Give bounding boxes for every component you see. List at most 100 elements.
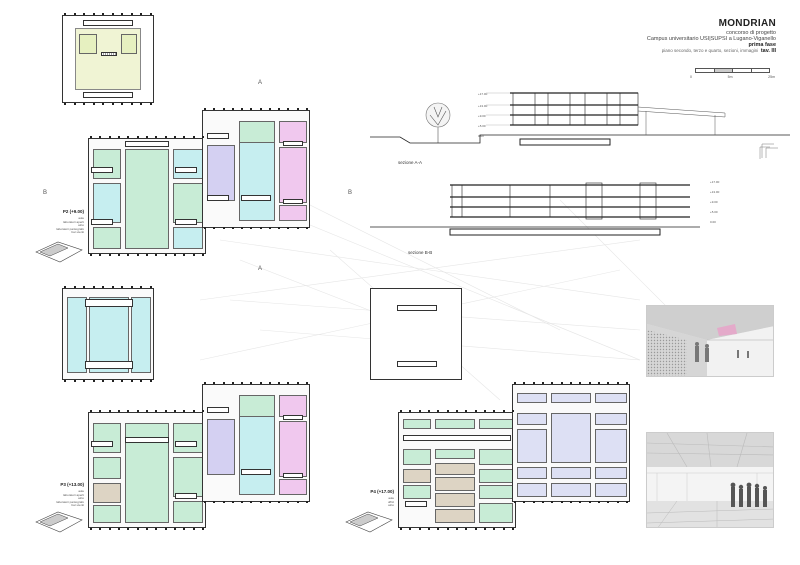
p3-room-1	[93, 423, 121, 453]
p3u-void-1	[85, 299, 133, 307]
column-dot-row	[90, 254, 204, 256]
p2-room-11	[279, 121, 307, 143]
key-plan-room-b	[121, 34, 137, 54]
p2-void-4	[175, 219, 197, 225]
scale-label-25: 25m	[768, 75, 775, 79]
p3-note-0: aule	[78, 489, 84, 493]
p2-void-10	[283, 199, 303, 204]
render-2-scene	[647, 433, 773, 527]
column-dot-row	[64, 380, 152, 382]
section-bb-label: sezione B-B	[408, 250, 433, 255]
p4-room-23	[595, 429, 627, 463]
sheet-content-label: piano secondo, terzo e quarto, sezioni, …	[516, 48, 776, 54]
p3-room-6	[173, 423, 203, 453]
p2-notes: aule laboratori aperti atrio laboratori …	[40, 216, 84, 235]
p2-void-9	[283, 141, 303, 146]
scale-labels: 0 5m 25m	[690, 75, 775, 79]
plan-p3-upper	[62, 288, 154, 380]
p4-room-3	[479, 419, 513, 429]
p4-level-label: P4 (+17.00)	[370, 489, 394, 494]
p4-room-26	[595, 467, 627, 479]
column-dot-row	[64, 286, 152, 288]
section-aa: +17.00 +13.00 +9.00 +5.00 0.00	[370, 85, 790, 165]
campus-label: Campus universitario USI|SUPSI a Lugano-…	[646, 35, 776, 42]
p4-room-27	[517, 483, 547, 497]
axis-marker-b-right: B	[348, 190, 353, 196]
p2-void-5	[125, 141, 169, 147]
svg-text:+17.00: +17.00	[710, 180, 720, 184]
p4-room-13	[479, 469, 513, 483]
p3-void-7	[283, 415, 303, 420]
p3-room-4	[93, 505, 121, 523]
svg-text:+17.00: +17.00	[478, 92, 488, 96]
p3-room-3	[93, 483, 121, 503]
svg-text:+9.00: +9.00	[710, 200, 718, 204]
p2-note-1: laboratori aperti	[63, 219, 84, 224]
p3u-void-2	[85, 361, 133, 369]
section-bb: +17.00 +13.00 +9.00 +5.00 0.00	[370, 175, 790, 245]
p4-room-22	[517, 429, 547, 463]
column-dot-row	[204, 501, 308, 503]
p3-void-1	[91, 441, 113, 447]
p2-void-1	[91, 167, 113, 173]
p2-room-5	[173, 149, 203, 179]
axis-marker-a-bottom: A	[258, 266, 263, 272]
sheet-number: tav. III	[760, 48, 776, 55]
sheet-description: piano secondo, terzo e quarto, sezioni, …	[661, 48, 759, 54]
svg-text:+9.00: +9.00	[478, 114, 486, 118]
svg-text:+13.00: +13.00	[710, 190, 720, 194]
p3-room-11	[239, 395, 275, 417]
p4-room-5	[403, 469, 431, 483]
key-plan-center	[370, 288, 462, 380]
p4-room-1	[403, 419, 431, 429]
svg-text:+5.00: +5.00	[710, 210, 718, 214]
p3-room-13	[279, 421, 307, 477]
p4-room-14	[479, 485, 513, 499]
p3u-room-3	[131, 297, 151, 373]
plan-p2-right-wing	[202, 110, 310, 228]
p3-room-2	[93, 457, 121, 479]
p4-room-28	[551, 483, 591, 497]
p2-void-2	[91, 219, 113, 225]
p2-void-7	[207, 195, 229, 201]
p2-void-3	[175, 167, 197, 173]
p2-note-0: aule	[78, 216, 84, 220]
svg-text:0.00: 0.00	[478, 134, 484, 138]
p4-room-2	[435, 419, 475, 429]
scale-label-0: 0	[690, 75, 692, 79]
p4-isometric-icon	[345, 511, 393, 533]
p4-room-17	[551, 393, 591, 403]
axis-marker-b-left: B	[43, 190, 48, 196]
p2-level-label: P2 (+9.00)	[62, 209, 84, 214]
p4-room-20	[551, 413, 591, 463]
p2-room-8	[207, 145, 235, 201]
p4-void-1	[403, 435, 511, 441]
p4-room-6	[403, 485, 431, 499]
p2-room-7	[173, 227, 203, 249]
section-aa-label: sezione A-A	[398, 160, 423, 165]
p2-room-2	[93, 183, 121, 223]
p4-room-15	[479, 503, 513, 523]
p3-note-2: atrio	[78, 496, 84, 501]
p3-note-3: laboratori pantografo	[56, 499, 84, 504]
p3-isometric-icon	[35, 511, 83, 533]
p4-room-25	[551, 467, 591, 479]
column-dot-row	[514, 382, 628, 384]
p2-note-3: laboratori pantografo	[56, 226, 84, 231]
p3-void-3	[175, 493, 197, 499]
p2-void-8	[241, 195, 271, 201]
p4-room-21	[595, 413, 627, 425]
column-dot-row	[400, 528, 514, 530]
p3-room-12	[279, 395, 307, 417]
p3-void-2	[175, 441, 197, 447]
key-plan-stair	[101, 52, 117, 56]
svg-text:0.00: 0.00	[710, 220, 716, 224]
p4-void-2	[405, 501, 427, 507]
p4-room-9	[435, 477, 475, 491]
p4-room-8	[435, 463, 475, 475]
plan-p2-left-wing	[88, 138, 206, 254]
title-block: MONDRIAN concorso di progetto Campus uni…	[516, 18, 776, 55]
column-dot-row	[90, 528, 204, 530]
competition-label: concorso di progetto	[726, 29, 776, 36]
p3-room-8	[173, 501, 203, 523]
